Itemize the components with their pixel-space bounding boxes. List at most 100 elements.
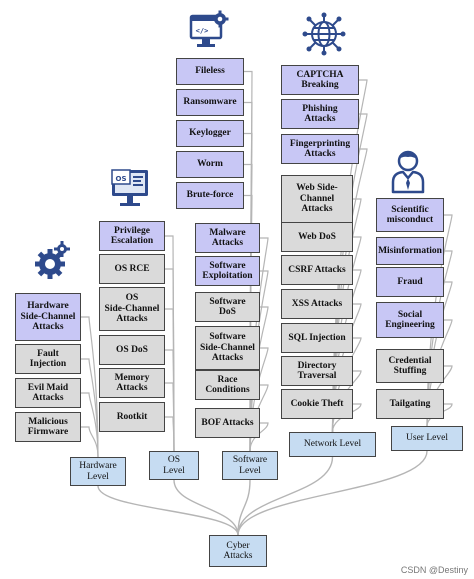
attack-node-user: Tailgating (376, 389, 444, 419)
level-node-user-label: User Level (406, 433, 448, 444)
root-node-cyber-attacks-label: Cyber Attacks (223, 540, 253, 562)
attack-node-software: Race Conditions (195, 370, 260, 400)
attack-node-software: Software DoS (195, 292, 260, 322)
connector-root-user (237, 450, 428, 536)
attack-node-user: Misinformation (376, 237, 444, 265)
attack-node-os-label: Privilege Escalation (110, 225, 154, 247)
attack-node-software-label: Worm (197, 159, 223, 170)
connector-software-item (249, 422, 269, 452)
attack-node-network-label: SQL Injection (288, 332, 346, 343)
attack-node-network: Web Side- Channel Attacks (281, 175, 353, 223)
attack-node-software-label: Software DoS (209, 296, 246, 318)
attack-node-os-label: OS DoS (116, 344, 148, 355)
attack-node-os-label: OS Side-Channel Attacks (104, 293, 160, 325)
person-icon (391, 150, 425, 194)
attack-node-network: Cookie Theft (281, 389, 353, 419)
attack-node-user-label: Tailgating (389, 398, 431, 409)
connector-hardware-item (81, 316, 99, 458)
attack-node-network: SQL Injection (281, 323, 353, 353)
attack-node-software: Keylogger (176, 120, 244, 147)
attack-node-network: Fingerprinting Attacks (281, 134, 359, 164)
attack-node-os: Rootkit (99, 402, 165, 432)
attack-node-user-label: Credential Stuffing (388, 355, 432, 377)
attack-node-hardware: Malicious Firmware (15, 412, 81, 442)
attack-node-os-label: Rootkit (116, 411, 148, 422)
attack-node-software: BOF Attacks (195, 408, 260, 438)
attack-node-network: CSRF Attacks (281, 255, 353, 285)
attack-node-software: Ransomware (176, 89, 244, 116)
attack-node-user: Social Engineering (376, 302, 444, 338)
attack-node-hardware-label: Evil Maid Attacks (27, 382, 69, 404)
attack-node-network-label: Web DoS (298, 231, 336, 242)
connector-root-software (237, 479, 251, 536)
attack-node-hardware-label: Malicious Firmware (27, 416, 69, 438)
level-node-os-label: OS Level (163, 455, 185, 476)
attack-node-hardware: Fault Injection (15, 344, 81, 374)
svg-text:</>: </> (196, 27, 209, 35)
attack-node-user-label: Social Engineering (385, 309, 435, 331)
attack-node-network-label: Fingerprinting Attacks (289, 138, 351, 160)
attack-node-network: Directory Traversal (281, 356, 353, 386)
attack-node-software: Software Exploitation (195, 256, 260, 286)
attack-node-software-label: BOF Attacks (201, 417, 254, 428)
attack-node-user-label: Fraud (397, 276, 423, 287)
attack-node-user-label: Misinformation (378, 245, 442, 256)
attack-node-software: Malware Attacks (195, 223, 260, 253)
connector-software-item (249, 384, 269, 452)
connector-os-item (165, 416, 175, 452)
attack-node-software: Worm (176, 151, 244, 178)
attack-node-user: Scientific misconduct (376, 198, 444, 232)
attack-node-network-label: Phishing Attacks (302, 103, 338, 125)
attack-node-hardware-label: Hardware Side-Channel Attacks (20, 301, 76, 333)
attack-node-user: Fraud (376, 267, 444, 297)
watermark: CSDN @Destiny (400, 565, 468, 575)
attack-node-software-label: Software Side-Channel Attacks (200, 332, 255, 364)
level-node-network-label: Network Level (303, 439, 362, 450)
level-node-os: OS Level (149, 451, 199, 480)
attack-node-software-label: Keylogger (189, 128, 231, 139)
network-globe-icon (302, 12, 346, 56)
connector-hardware-item (81, 392, 99, 458)
attack-node-network-label: XSS Attacks (291, 298, 343, 309)
attack-node-hardware-label: Fault Injection (29, 348, 67, 370)
connector-root-network (237, 456, 334, 536)
attack-node-os: OS DoS (99, 335, 165, 365)
root-node-cyber-attacks: Cyber Attacks (209, 535, 267, 567)
attack-node-hardware: Evil Maid Attacks (15, 378, 81, 408)
attack-node-os: OS Side-Channel Attacks (99, 287, 165, 331)
svg-text:OS: OS (116, 175, 127, 183)
attack-node-software: Software Side-Channel Attacks (195, 326, 260, 370)
connector-root-hardware (97, 485, 239, 536)
attack-node-network-label: Directory Traversal (297, 360, 337, 382)
attack-node-software-label: Malware Attacks (209, 227, 246, 249)
connector-hardware-item (81, 426, 99, 458)
attack-node-os-label: OS RCE (114, 263, 150, 274)
attack-node-network-label: Web Side- Channel Attacks (296, 183, 338, 215)
attack-node-software: Brute-force (176, 182, 244, 209)
connector-root-os (173, 479, 239, 536)
level-node-hardware-label: Hardware Level (79, 461, 117, 482)
attack-node-network: XSS Attacks (281, 289, 353, 319)
attack-node-network-label: CAPTCHA Breaking (296, 69, 344, 91)
attack-node-user: Credential Stuffing (376, 349, 444, 383)
attack-node-hardware: Hardware Side-Channel Attacks (15, 293, 81, 341)
level-node-hardware: Hardware Level (70, 457, 126, 486)
attack-node-os: Memory Attacks (99, 368, 165, 398)
level-node-network: Network Level (289, 432, 376, 457)
attack-node-os: Privilege Escalation (99, 221, 165, 251)
level-node-user: User Level (391, 426, 463, 451)
gears-icon (35, 241, 70, 279)
os-monitor-icon: OS (111, 169, 148, 206)
attack-node-software-label: Fileless (195, 66, 225, 77)
level-node-software: Software Level (222, 451, 278, 480)
code-gear-icon: </> (189, 10, 229, 47)
attack-node-software: Fileless (176, 58, 244, 85)
attack-node-software-label: Ransomware (183, 97, 237, 108)
attack-node-software-label: Software Exploitation (202, 260, 253, 282)
connector-network-item (331, 370, 362, 433)
attack-node-network-label: Cookie Theft (290, 398, 344, 409)
attack-node-network: Web DoS (281, 222, 353, 252)
attack-node-user-label: Scientific misconduct (386, 204, 434, 226)
connector-network-item (331, 236, 362, 433)
attack-node-network: Phishing Attacks (281, 99, 359, 129)
